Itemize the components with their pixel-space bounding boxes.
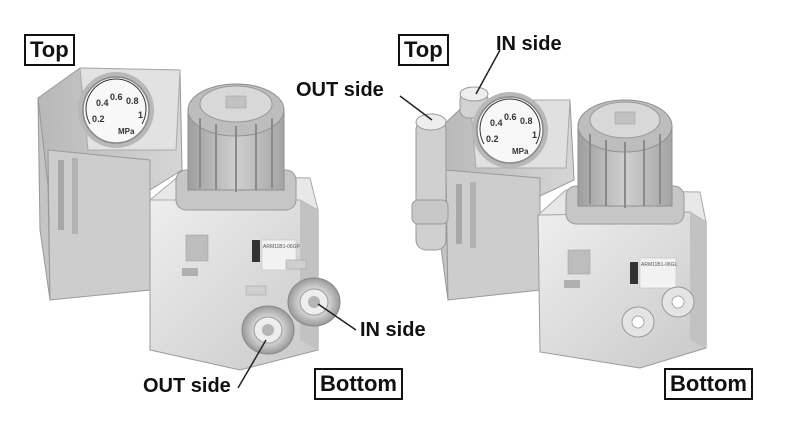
right-in-side-label: IN side: [496, 33, 562, 55]
right-gauge-tick-2: 0.6: [504, 112, 517, 122]
left-adjust-knob: [175, 83, 297, 211]
left-gauge-tick-1: 0.4: [96, 98, 109, 108]
left-pressure-gauge: [78, 72, 154, 148]
left-gauge-tick-4: 0.2: [92, 114, 105, 124]
left-gauge-unit: MPa: [118, 127, 135, 136]
left-out-side-label: OUT side: [143, 375, 231, 397]
right-gauge-tick-5: 1: [532, 130, 537, 140]
left-in-fitting: [287, 277, 341, 327]
right-gauge-tick-3: 0.8: [520, 116, 533, 126]
right-top-label: Top: [398, 34, 449, 66]
left-front-block: [149, 199, 319, 371]
right-bottom-label: Bottom: [664, 368, 753, 400]
right-out-leader: [399, 95, 433, 121]
right-out-fitting: [411, 113, 449, 251]
left-gauge-tick-5: 1: [138, 110, 143, 120]
right-regulator: [399, 49, 707, 369]
right-adjust-knob: [565, 99, 685, 225]
left-in-leader: [317, 303, 357, 331]
left-regulator: [37, 67, 357, 389]
left-out-leader: [237, 339, 267, 389]
left-bottom-label: Bottom: [314, 368, 403, 400]
right-gauge-unit: MPa: [512, 147, 529, 156]
left-gauge-tick-2: 0.6: [110, 92, 123, 102]
left-top-label: Top: [24, 34, 75, 66]
right-gauge-tick-4: 0.2: [486, 134, 499, 144]
right-out-side-label: OUT side: [296, 79, 384, 101]
right-gauge-tick-1: 0.4: [490, 118, 503, 128]
left-gauge-tick-3: 0.8: [126, 96, 139, 106]
right-pressure-gauge: [472, 92, 548, 168]
left-model-label: ARM11B1-06GP: [263, 244, 301, 250]
left-in-side-label: IN side: [360, 319, 426, 341]
left-out-fitting: [241, 305, 295, 355]
right-in-leader: [475, 49, 501, 95]
right-model-label: ARM11B1-06GL: [641, 262, 678, 268]
